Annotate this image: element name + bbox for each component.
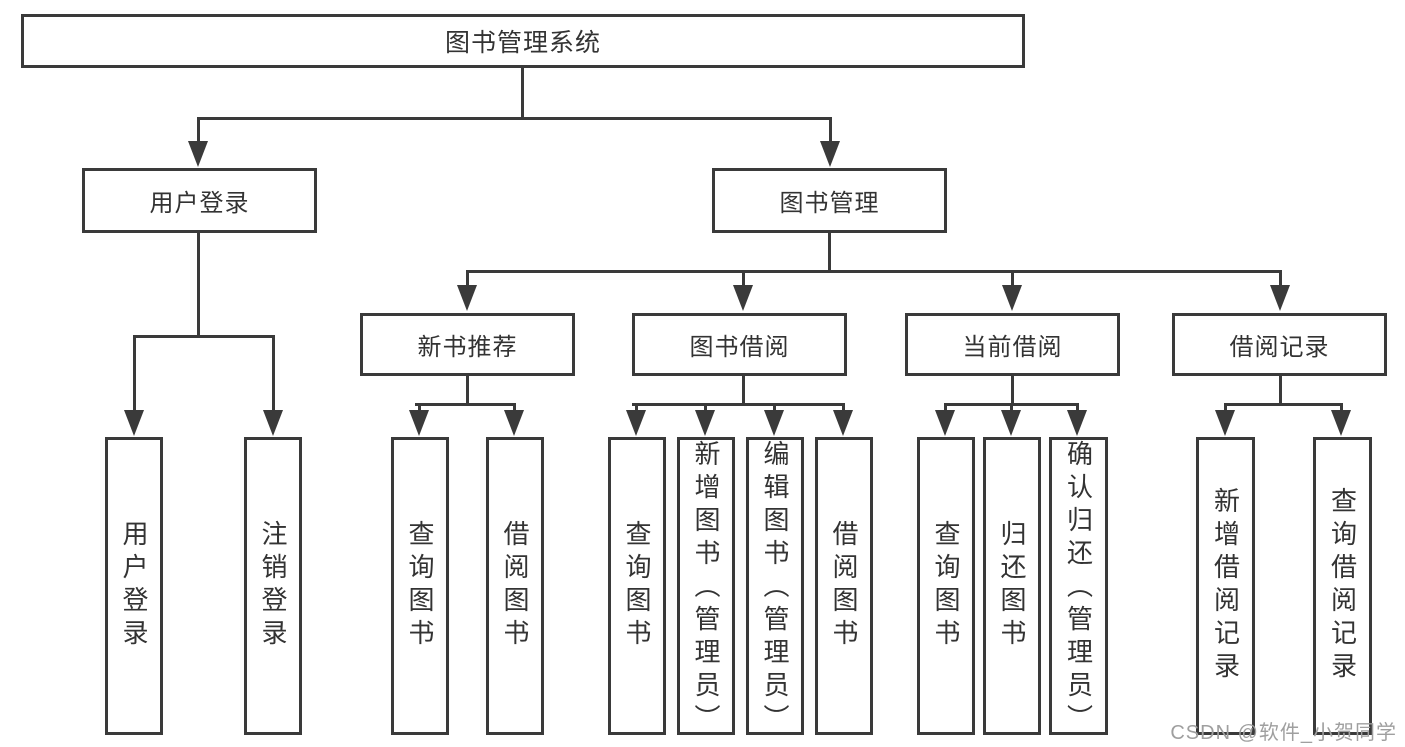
connector-root-stem [521, 68, 524, 118]
arrowhead-leaf-query-books-1 [409, 410, 429, 436]
leaf-borrow-books-2: 借阅图书 [815, 437, 873, 735]
arrowhead-leaf-query-books-3 [935, 410, 955, 436]
connector-to-borrow-records [1279, 270, 1282, 288]
node-book-borrow: 图书借阅 [632, 313, 847, 376]
arrowhead-leaf-logout [263, 410, 283, 436]
arrowhead-leaf-return-books [1001, 410, 1021, 436]
arrowhead-leaf-borrow-books-1 [504, 410, 524, 436]
leaf-user-login: 用户登录 [105, 437, 163, 735]
arrowhead-leaf-user-login [124, 410, 144, 436]
leaf-query-books-3: 查询图书 [917, 437, 975, 735]
leaf-logout: 注销登录 [244, 437, 302, 735]
arrowhead-leaf-query-record [1331, 410, 1351, 436]
arrowhead-user-login [188, 141, 208, 167]
node-library-management-system: 图书管理系统 [21, 14, 1025, 68]
leaf-query-books-1: 查询图书 [391, 437, 449, 735]
connector-to-leaf-confirm-return [1076, 403, 1079, 413]
arrowhead-leaf-confirm-return [1067, 410, 1087, 436]
arrowhead-current-borrow [1002, 285, 1022, 311]
node-new-book-recommend: 新书推荐 [360, 313, 575, 376]
connector-to-leaf-add-book [704, 403, 707, 413]
connector-to-leaf-borrow-books-2 [842, 403, 845, 413]
connector-to-book-management [829, 117, 832, 145]
leaf-borrow-books-1: 借阅图书 [486, 437, 544, 735]
connector-book-management-stem [828, 233, 831, 273]
leaf-confirm-return-admin: 确认归还（管理员） [1049, 437, 1108, 737]
connector-to-leaf-borrow-books-1 [513, 403, 516, 413]
connector-to-user-login [197, 117, 200, 145]
arrowhead-new-book [457, 285, 477, 311]
connector-to-leaf-return-books [1010, 403, 1013, 413]
connector-new-book-bus [415, 403, 516, 406]
connector-borrow-records-bus [1224, 403, 1342, 406]
connector-to-leaf-query-books-2 [635, 403, 638, 413]
arrowhead-leaf-add-record [1215, 410, 1235, 436]
connector-book-borrow-stem [742, 376, 745, 406]
connector-book-borrow-bus [632, 403, 844, 406]
arrowhead-book-management [820, 141, 840, 167]
leaf-add-borrow-record: 新增借阅记录 [1196, 437, 1255, 735]
arrowhead-leaf-edit-book [764, 410, 784, 436]
csdn-watermark: CSDN @软件_小贺同学 [1170, 722, 1397, 744]
leaf-add-book-admin: 新增图书（管理员） [677, 437, 735, 737]
leaf-query-borrow-record: 查询借阅记录 [1313, 437, 1372, 735]
connector-to-new-book [466, 270, 469, 288]
arrowhead-leaf-add-book [695, 410, 715, 436]
connector-borrow-records-stem [1279, 376, 1282, 406]
connector-to-leaf-edit-book [773, 403, 776, 413]
connector-current-borrow-stem [1011, 376, 1014, 406]
arrowhead-leaf-borrow-books-2 [833, 410, 853, 436]
connector-user-login-stem [197, 233, 200, 337]
leaf-edit-book-admin: 编辑图书（管理员） [746, 437, 804, 737]
connector-user-login-bus [133, 335, 275, 338]
arrowhead-borrow-records [1270, 285, 1290, 311]
node-user-login: 用户登录 [82, 168, 317, 233]
connector-level3-bus [466, 270, 1282, 273]
connector-to-leaf-query-books-1 [418, 403, 421, 413]
leaf-query-books-2: 查询图书 [608, 437, 666, 735]
node-borrow-records: 借阅记录 [1172, 313, 1387, 376]
connector-to-leaf-query-record [1340, 403, 1343, 413]
connector-new-book-stem [466, 376, 469, 406]
connector-to-book-borrow [742, 270, 745, 288]
arrowhead-leaf-query-books-2 [626, 410, 646, 436]
connector-to-leaf-query-books-3 [944, 403, 947, 413]
arrowhead-book-borrow [733, 285, 753, 311]
node-book-management: 图书管理 [712, 168, 947, 233]
connector-to-leaf-add-record [1224, 403, 1227, 413]
connector-to-current-borrow [1011, 270, 1014, 288]
connector-to-leaf-user-login [133, 335, 136, 413]
leaf-return-books: 归还图书 [983, 437, 1041, 735]
connector-level2-bus [197, 117, 831, 120]
node-current-borrow: 当前借阅 [905, 313, 1120, 376]
connector-to-leaf-logout [272, 335, 275, 413]
